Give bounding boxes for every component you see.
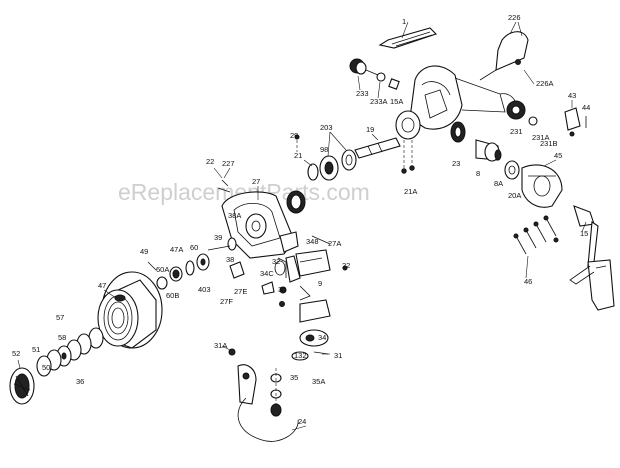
part-label: 233A [370,97,388,106]
part-label: 51 [32,345,40,354]
part-label: 226A [536,79,554,88]
part-label: 8 [476,169,480,178]
part-label: 60B [166,291,179,300]
drag-washers [36,327,104,377]
linkage-9-34 [279,285,331,361]
part-label: 227 [222,159,235,168]
part-label: 38A [228,211,241,220]
part-label: 22 [342,261,350,270]
part-label: 44 [582,103,590,112]
part-label: 27F [220,297,233,306]
part-label: 1 [402,17,406,26]
part-label: 45 [554,151,562,160]
part-label: 60A [156,265,169,274]
bearings [286,149,357,214]
part-label: 43 [568,91,576,100]
part-label: 58 [58,333,66,342]
part-label: 19 [366,125,374,134]
pinion-gear-parts [450,121,520,180]
gear-231 [506,100,538,126]
part-label: 403 [198,285,211,294]
reel-frame [217,179,299,259]
part-label: 233 [356,89,369,98]
part-label: 34 [318,333,326,342]
part-label: 36 [278,285,286,294]
part-label: 50 [42,363,50,372]
spool-47 [97,271,163,349]
part-label: 20A [508,191,521,200]
part-label: 21 [294,151,302,160]
part-label: 203 [320,123,333,132]
part-label: 21A [404,187,417,196]
part-label: 49 [140,247,148,256]
part-label: 231 [510,127,523,136]
handle-arm [479,21,529,81]
small-parts-43-44 [564,107,587,137]
part-label: 35 [290,373,298,382]
part-label: 60 [190,243,198,252]
part-label: 39 [214,233,222,242]
part-label: 34C [260,269,274,278]
oscillation-slider [285,235,348,283]
part-label: 36 [76,377,84,386]
part-label: 15A [390,97,403,106]
crank-handle-15 [569,205,615,311]
screws [294,134,559,255]
part-label: 31A [214,341,227,350]
part-label: 47 [98,281,106,290]
part-label: 231A [532,133,550,142]
part-label: 9 [318,279,322,288]
part-label: 32 [272,257,280,266]
drag-knob-52 [9,367,35,405]
part-label: 57 [56,313,64,322]
part-label: 98 [320,145,328,154]
part-label: 226 [508,13,521,22]
part-label: 132 [294,351,307,360]
part-label: 38 [226,255,234,264]
part-label: 8A [494,179,503,188]
part-label: 348 [306,237,319,246]
part-label: 47A [170,245,183,254]
part-label: 29 [290,131,298,140]
part-label: 46 [524,277,532,286]
part-label: 23 [452,159,460,168]
part-label: 27 [252,177,260,186]
bail-wire [378,21,438,49]
part-label: 31 [334,351,342,360]
side-cover-45 [521,164,563,208]
anti-reverse-parts [207,237,287,295]
part-label: 27E [234,287,247,296]
part-label: 52 [12,349,20,358]
part-label: 27A [328,239,341,248]
part-label: 15 [580,229,588,238]
part-label: 35A [312,377,325,386]
part-labels: 1 226 233 233A 15A 226A 43 44 231 231A 2… [12,13,590,426]
drag-knob-parts [147,253,210,290]
bail-arm-parts [228,348,299,442]
part-label: 24 [298,417,306,426]
main-shaft-19 [354,137,401,159]
screw-set-46 [513,215,559,255]
part-label: 22 [206,157,214,166]
part-label: 231B [540,139,558,148]
bail-knob-233 [349,58,400,90]
leader-lines [17,21,587,431]
